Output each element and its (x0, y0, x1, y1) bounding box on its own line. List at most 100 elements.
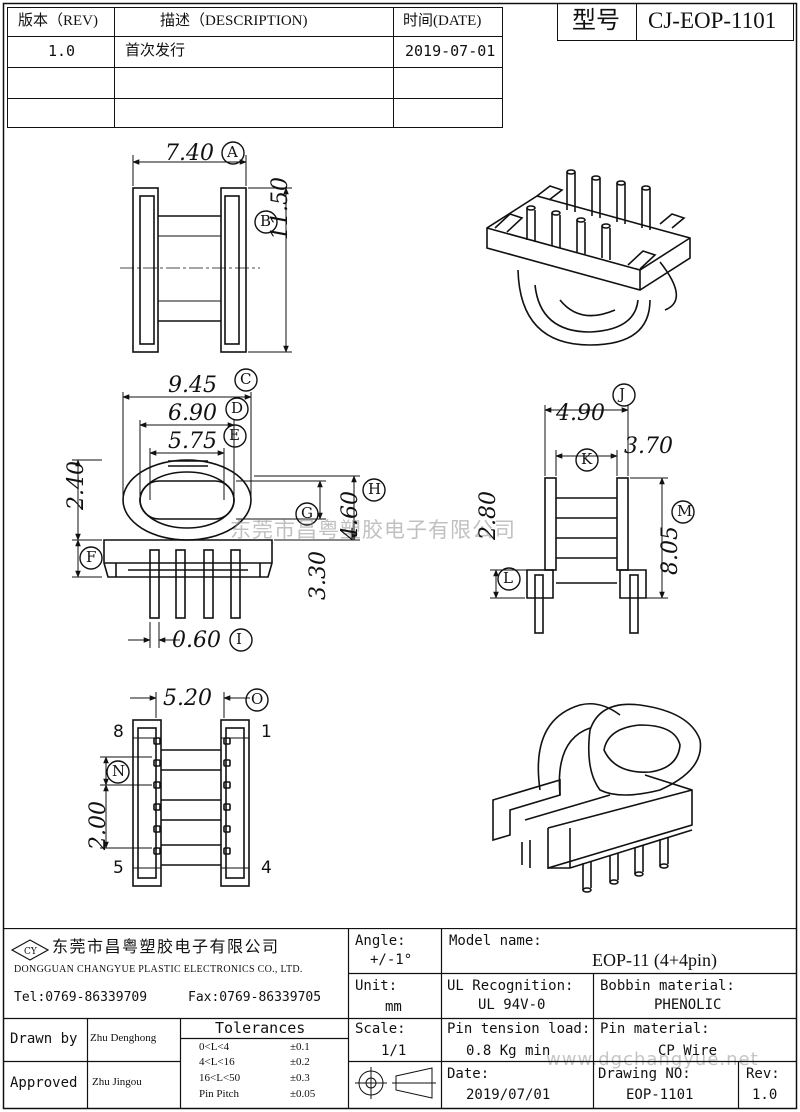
rev-cell: 1.0 (48, 42, 76, 60)
drawing-no-value: EOP-1101 (626, 1087, 694, 1103)
dim-letter-A: A (227, 143, 238, 161)
tolerance-range: 4<L<16 (199, 1056, 235, 1068)
dim-letter-M: M (677, 502, 693, 520)
angle-label: Angle: (355, 933, 406, 949)
dim-letter-D: D (231, 399, 244, 417)
company-logo-icon: CY (10, 939, 50, 961)
pin-tension-label: Pin tension load: (447, 1021, 591, 1037)
dim-value-L: 2.80 (476, 491, 501, 540)
scale-label: Scale: (355, 1021, 406, 1037)
ul-recognition-value: UL 94V-0 (478, 997, 546, 1013)
pin-number-1: 1 (261, 722, 272, 742)
drawing-no-label: Drawing NO: (598, 1066, 691, 1082)
revision-table-grid (7, 3, 794, 128)
company-name-en: DONGGUAN CHANGYUE PLASTIC ELECTRONICS CO… (14, 964, 303, 975)
tolerance-range: 0<L<4 (199, 1041, 230, 1053)
dim-letter-F: F (86, 548, 97, 566)
ul-recognition-label: UL Recognition: (447, 978, 574, 994)
model-number: CJ-EOP-1101 (648, 8, 777, 33)
dim-letter-H: H (368, 480, 382, 498)
model-name-label: Model name: (449, 933, 542, 949)
technical-drawing (72, 141, 702, 893)
description-cell: 首次发行 (125, 43, 186, 59)
dim-letter-L: L (503, 569, 513, 587)
dim-letter-E: E (229, 426, 240, 444)
dim-value-J: 4.90 (556, 401, 605, 426)
dim-value-O: 5.20 (163, 686, 212, 711)
projection-symbol (355, 1067, 436, 1099)
bobbin-material-label: Bobbin material: (600, 978, 735, 994)
tolerance-value: ±0.2 (290, 1056, 310, 1068)
angle-value: +/-1° (370, 952, 413, 968)
tolerance-range: Pin Pitch (199, 1088, 240, 1100)
svg-text:CY: CY (24, 947, 38, 957)
iso-view-bottom (492, 702, 702, 893)
dim-letter-C: C (240, 370, 252, 388)
scale-value: 1/1 (381, 1043, 407, 1059)
dim-value-I: 0.60 (172, 628, 221, 653)
bottom-view-dimensions (100, 692, 250, 849)
unit-value: mm (385, 999, 402, 1015)
model-name-value: EOP-11 (4+4pin) (592, 950, 717, 970)
tolerance-range: 16<L<50 (199, 1072, 241, 1084)
tolerance-value: ±0.1 (290, 1041, 310, 1053)
drawn-by-label: Drawn by (10, 1031, 78, 1047)
dim-value-G: 3.30 (306, 551, 331, 600)
watermark-text: 东莞市昌粤塑胶电子有限公司 (230, 518, 516, 542)
date-header: 时间(DATE) (403, 13, 482, 29)
date-label: Date: (447, 1066, 490, 1082)
dim-value-M: 8.05 (658, 526, 683, 575)
pin-tension-value: 0.8 Kg min (466, 1043, 551, 1059)
front-view-dimensions (72, 392, 360, 648)
pin-material-label: Pin material: (600, 1021, 710, 1037)
company-fax: Fax:0769-86339705 (188, 990, 322, 1005)
tolerance-value: ±0.3 (290, 1072, 310, 1084)
tolerance-value: ±0.05 (290, 1088, 316, 1100)
iso-view-top (486, 169, 691, 346)
dim-letter-J: J (619, 385, 626, 403)
rev-header: 版本（REV) (18, 13, 98, 29)
description-header: 描述（DESCRIPTION) (160, 13, 308, 29)
approved-name: Zhu Jingou (92, 1076, 142, 1088)
rev-value: 1.0 (752, 1087, 778, 1103)
drawn-by-name: Zhu Denghong (90, 1032, 157, 1044)
dim-letter-B: B (260, 212, 272, 230)
pin-number-5: 5 (113, 858, 124, 878)
dim-letter-O: O (251, 690, 264, 708)
dim-value-C: 9.45 (168, 373, 217, 398)
side-view (526, 477, 647, 634)
company-tel: Tel:0769-86339709 (14, 990, 148, 1005)
unit-label: Unit: (355, 978, 398, 994)
dim-letter-G: G (301, 504, 313, 522)
pin-number-8: 8 (113, 722, 124, 742)
dim-value-D: 6.90 (168, 401, 217, 426)
model-label: 型号 (572, 8, 620, 34)
dim-value-N: 2.00 (86, 801, 111, 850)
pin-number-4: 4 (261, 858, 272, 878)
company-name-cn: 东莞市昌粤塑胶电子有限公司 (52, 939, 280, 956)
bottom-view (132, 719, 250, 887)
dimension-circles (79, 141, 695, 784)
dim-value-K: 3.70 (624, 434, 673, 459)
bobbin-material-value: PHENOLIC (654, 997, 722, 1013)
tolerances-label: Tolerances (215, 1019, 306, 1037)
dim-letter-N: N (112, 762, 126, 780)
pin-material-value: CP Wire (658, 1043, 718, 1059)
rev-label: Rev: (746, 1066, 780, 1082)
dim-value-F: 2.40 (64, 461, 89, 510)
title-block-grid: CY (3, 928, 797, 1109)
side-view-dimensions (490, 405, 668, 599)
dim-letter-K: K (581, 450, 593, 468)
dim-value-E: 5.75 (168, 429, 217, 454)
dim-value-A: 7.40 (165, 141, 214, 166)
dimension-B (248, 187, 292, 353)
approved-label: Approved (10, 1075, 78, 1091)
dim-value-B: 11.50 (268, 177, 293, 240)
date-cell: 2019-07-01 (405, 42, 496, 60)
watermark-url: www.dgchangyue.net (546, 1049, 759, 1070)
date-value: 2019/07/01 (466, 1087, 551, 1103)
top-view (120, 187, 260, 353)
dim-value-H: 4.60 (338, 491, 363, 540)
dim-letter-I: I (236, 630, 242, 648)
